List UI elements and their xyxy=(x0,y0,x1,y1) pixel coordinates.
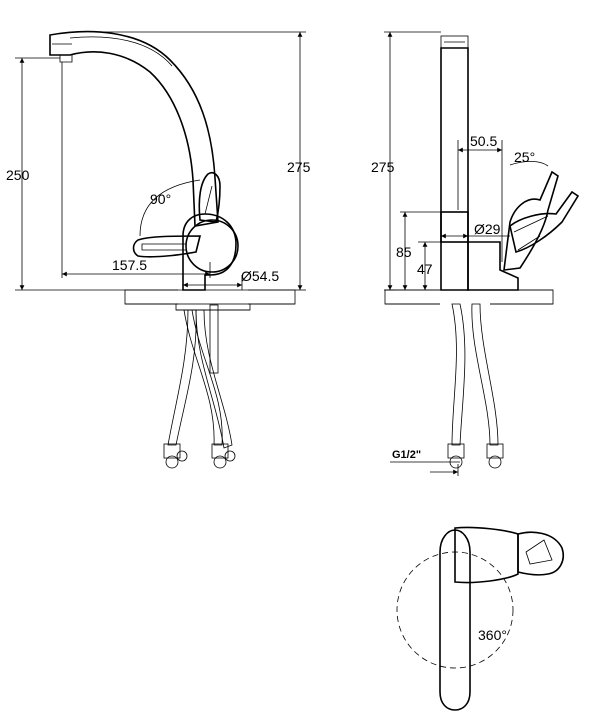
front-countertop-gap xyxy=(178,289,248,305)
front-base-diameter-label: Ø54.5 xyxy=(241,268,279,284)
front-dim-height-spout: 250 xyxy=(6,57,125,291)
side-dim-height-body: 85 xyxy=(396,211,441,290)
front-lever-raised xyxy=(198,171,221,223)
front-height-spout-label: 250 xyxy=(6,167,30,183)
front-reach-label: 157.5 xyxy=(112,257,147,273)
front-dim-base-diameter: Ø54.5 xyxy=(182,268,279,290)
side-lever-tilt-label: 25° xyxy=(514,149,535,165)
side-dim-height-total: 275 xyxy=(371,31,441,291)
front-spout xyxy=(49,30,219,227)
front-supply-hoses xyxy=(163,304,236,469)
side-lever-raised xyxy=(509,190,580,254)
side-dim-thread: G1/2" xyxy=(390,449,460,476)
top-swivel-label: 360° xyxy=(478,627,507,643)
front-dim-reach: 157.5 xyxy=(61,62,211,278)
side-view: 275 50.5 25° Ø29 85 xyxy=(371,31,580,476)
top-lever xyxy=(517,531,564,576)
side-thread-label: G1/2" xyxy=(392,449,421,461)
side-height-total-label: 275 xyxy=(371,159,395,175)
side-height-base-label: 47 xyxy=(417,261,433,277)
front-height-total-label: 275 xyxy=(287,159,311,175)
side-dim-height-base: 47 xyxy=(417,241,441,290)
top-view: 360° xyxy=(396,526,564,711)
side-supply-hoses xyxy=(447,303,504,469)
side-dim-lever-offset: 50.5 xyxy=(457,133,503,262)
side-lever xyxy=(503,170,559,271)
front-body xyxy=(182,213,237,291)
front-lever-rotation-label: 90° xyxy=(150,191,171,207)
top-spout xyxy=(439,529,471,711)
side-lever-offset-label: 50.5 xyxy=(470,133,497,149)
front-view: 275 250 157.5 Ø54.5 90° xyxy=(6,30,311,469)
side-dim-body-diameter: Ø29 xyxy=(441,221,510,239)
side-body-diameter-label: Ø29 xyxy=(474,221,501,237)
front-dim-height-total: 275 xyxy=(95,31,311,291)
front-lever xyxy=(132,235,202,258)
side-spout-column xyxy=(440,47,469,291)
side-height-body-label: 85 xyxy=(396,244,412,260)
side-dim-lever-tilt: 25° xyxy=(509,149,549,167)
